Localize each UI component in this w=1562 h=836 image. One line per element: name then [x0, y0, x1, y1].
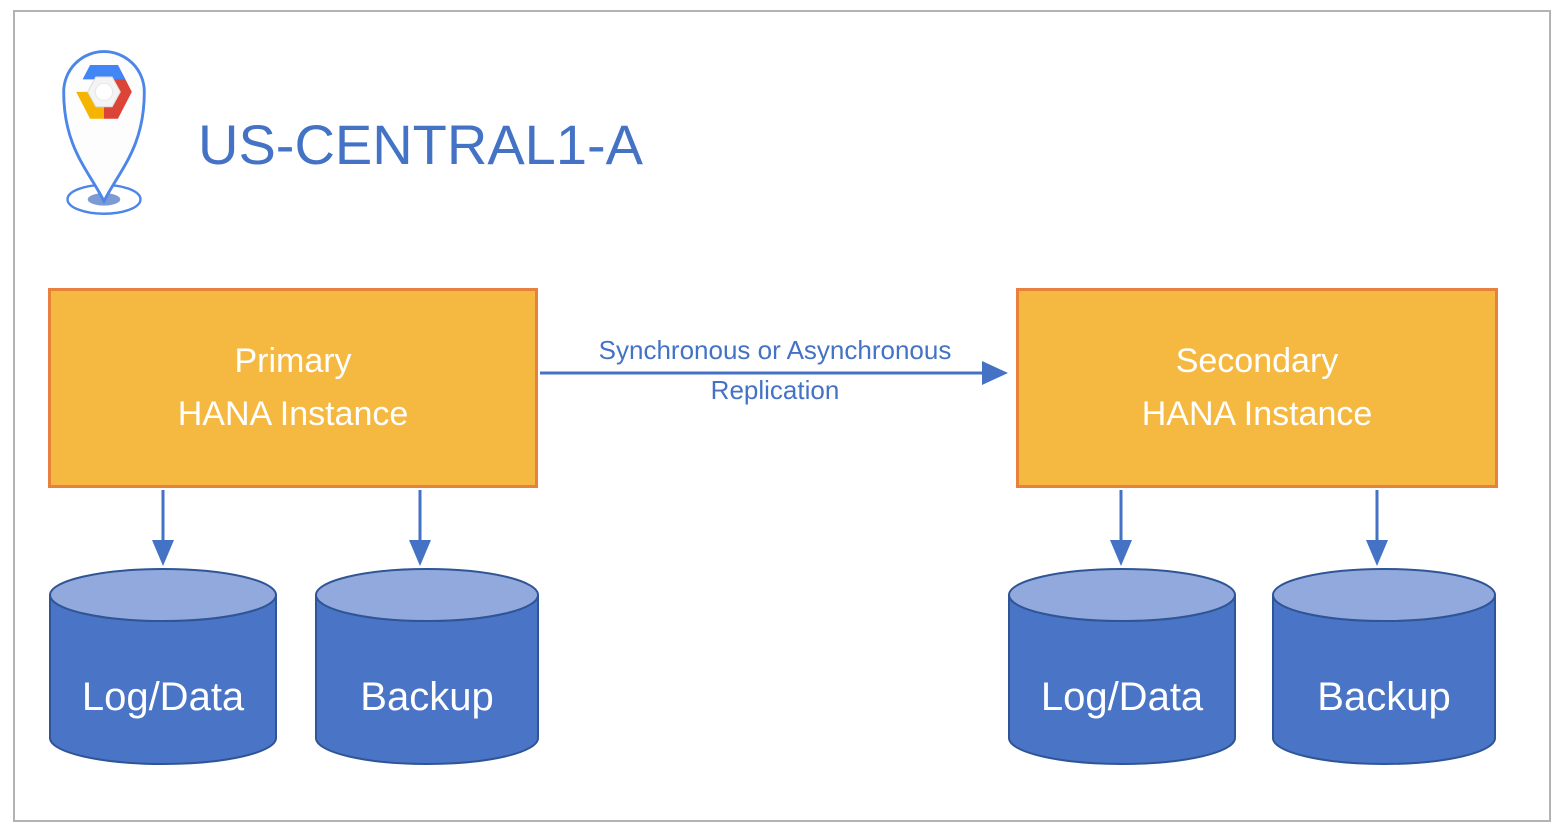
disk-label: Backup	[1317, 674, 1451, 719]
primary-node-label-line1: Primary	[234, 342, 352, 381]
primary-hana-instance-node: Primary HANA Instance	[48, 288, 538, 488]
disk-label: Log/Data	[1040, 674, 1204, 719]
secondary-node-label-line2: HANA Instance	[1141, 395, 1373, 433]
gcp-location-pin-icon	[62, 50, 146, 215]
secondary-backup-disk-cylinder: Backup	[1271, 567, 1497, 767]
secondary-node-label-line1: Secondary	[1175, 342, 1339, 381]
primary-backup-disk-cylinder: Backup	[314, 567, 540, 767]
cylinder-shape	[1271, 568, 1497, 765]
secondary-logdata-disk-cylinder: Log/Data	[1007, 567, 1237, 767]
logo-center-circle	[94, 82, 114, 101]
gcp-hexagon-logo	[76, 64, 132, 119]
logo-yellow-segment	[76, 91, 104, 119]
replication-label-line1: Synchronous or Asynchronous	[598, 335, 952, 365]
disk-label: Log/Data	[81, 674, 245, 719]
zone-title: US-CENTRAL1-A	[198, 113, 643, 176]
logo-blue-segment	[82, 64, 126, 80]
primary-node-label-line2: HANA Instance	[177, 395, 409, 433]
primary-logdata-disk-cylinder: Log/Data	[48, 567, 278, 767]
cylinder-shape	[314, 568, 540, 765]
disk-label: Backup	[360, 674, 494, 719]
replication-label-line2: Replication	[710, 375, 840, 405]
cylinder-shape	[49, 568, 277, 765]
cylinder-shape	[1008, 568, 1236, 765]
secondary-hana-instance-node: Secondary HANA Instance	[1016, 288, 1498, 488]
